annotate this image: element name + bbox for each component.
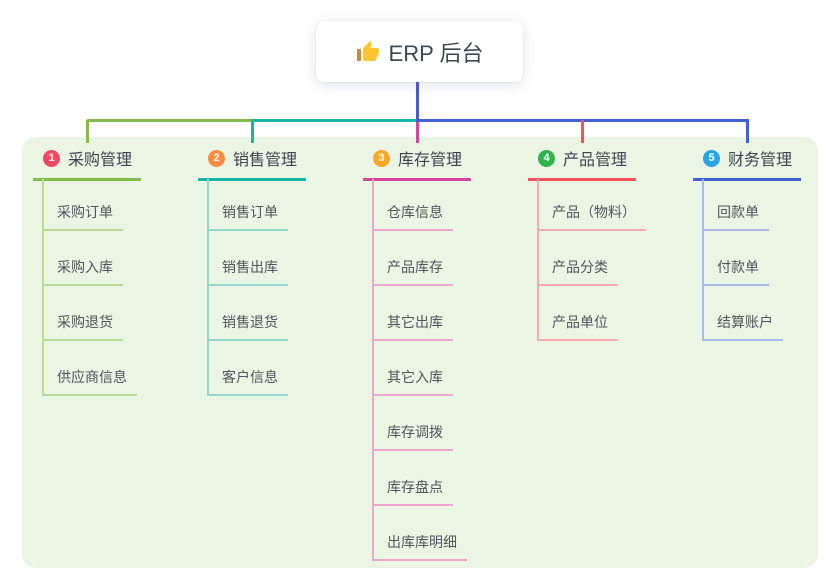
- child-item[interactable]: 产品分类: [537, 257, 618, 286]
- branch-header[interactable]: 5 财务管理: [693, 146, 801, 181]
- drop-line-branch-2: [250, 120, 254, 143]
- child-item[interactable]: 采购入库: [42, 257, 123, 286]
- child-item[interactable]: 产品库存: [372, 257, 453, 286]
- branch-stem-line: [42, 179, 44, 396]
- drop-line-branch-5: [745, 120, 749, 143]
- branch-label: 采购管理: [68, 152, 133, 169]
- branch-number-badge: 1: [43, 149, 60, 167]
- branch-number-badge: 5: [703, 149, 720, 167]
- child-item[interactable]: 付款单: [702, 257, 769, 286]
- child-item[interactable]: 回款单: [702, 202, 769, 231]
- bus-segment-branch-1: [87, 119, 252, 122]
- child-item[interactable]: 客户信息: [207, 367, 288, 396]
- branch-1: 1 采购管理 采购订单采购入库采购退货供应商信息: [33, 146, 198, 396]
- child-item[interactable]: 仓库信息: [372, 202, 453, 231]
- branch-header[interactable]: 4 产品管理: [528, 146, 636, 181]
- branch-stem-line: [372, 179, 374, 561]
- branch-header[interactable]: 1 采购管理: [33, 146, 141, 181]
- branch-2: 2 销售管理 销售订单销售出库销售退货客户信息: [198, 146, 363, 396]
- branch-label: 产品管理: [563, 152, 628, 169]
- root-label: ERP 后台: [388, 40, 484, 66]
- drop-line-branch-4: [580, 120, 584, 143]
- branch-number-badge: 3: [373, 149, 390, 167]
- branch-number-badge: 2: [208, 149, 225, 167]
- thumbs-up-icon: [356, 40, 380, 64]
- branch-5: 5 财务管理 回款单付款单结算账户: [693, 146, 839, 341]
- branch-stem-line: [537, 179, 539, 341]
- child-item[interactable]: 采购退货: [42, 312, 123, 341]
- branch-stem-line: [702, 179, 704, 341]
- branch-header[interactable]: 2 销售管理: [198, 146, 306, 181]
- child-item[interactable]: 销售退货: [207, 312, 288, 341]
- child-item[interactable]: 产品（物料）: [537, 202, 646, 231]
- root-node[interactable]: ERP 后台: [316, 21, 523, 82]
- drop-line-branch-1: [85, 120, 89, 143]
- child-item[interactable]: 其它出库: [372, 312, 453, 341]
- branch-label: 库存管理: [398, 152, 463, 169]
- background-panel: [22, 137, 818, 568]
- branch-number-badge: 4: [538, 149, 555, 167]
- child-item[interactable]: 采购订单: [42, 202, 123, 231]
- branch-4: 4 产品管理 产品（物料） 产品分类产品单位: [528, 146, 693, 341]
- child-item[interactable]: 库存调拨: [372, 422, 453, 451]
- branch-label: 财务管理: [728, 152, 793, 169]
- bus-segment-branch-2: [252, 119, 417, 122]
- child-item[interactable]: 销售订单: [207, 202, 288, 231]
- branch-stem-line: [207, 179, 209, 396]
- branch-header[interactable]: 3 库存管理: [363, 146, 471, 181]
- child-item[interactable]: 库存盘点: [372, 477, 453, 506]
- root-connector-line: [415, 82, 419, 122]
- branch-label: 销售管理: [233, 152, 298, 169]
- child-item[interactable]: 出库库明细: [372, 532, 467, 561]
- child-item[interactable]: 销售出库: [207, 257, 288, 286]
- drop-line-branch-3: [415, 120, 419, 143]
- child-item[interactable]: 其它入库: [372, 367, 453, 396]
- child-item[interactable]: 供应商信息: [42, 367, 137, 396]
- branch-3: 3 库存管理 仓库信息产品库存其它出库其它入库库存调拨库存盘点出库库明细: [363, 146, 528, 561]
- child-item[interactable]: 结算账户: [702, 312, 783, 341]
- child-item[interactable]: 产品单位: [537, 312, 618, 341]
